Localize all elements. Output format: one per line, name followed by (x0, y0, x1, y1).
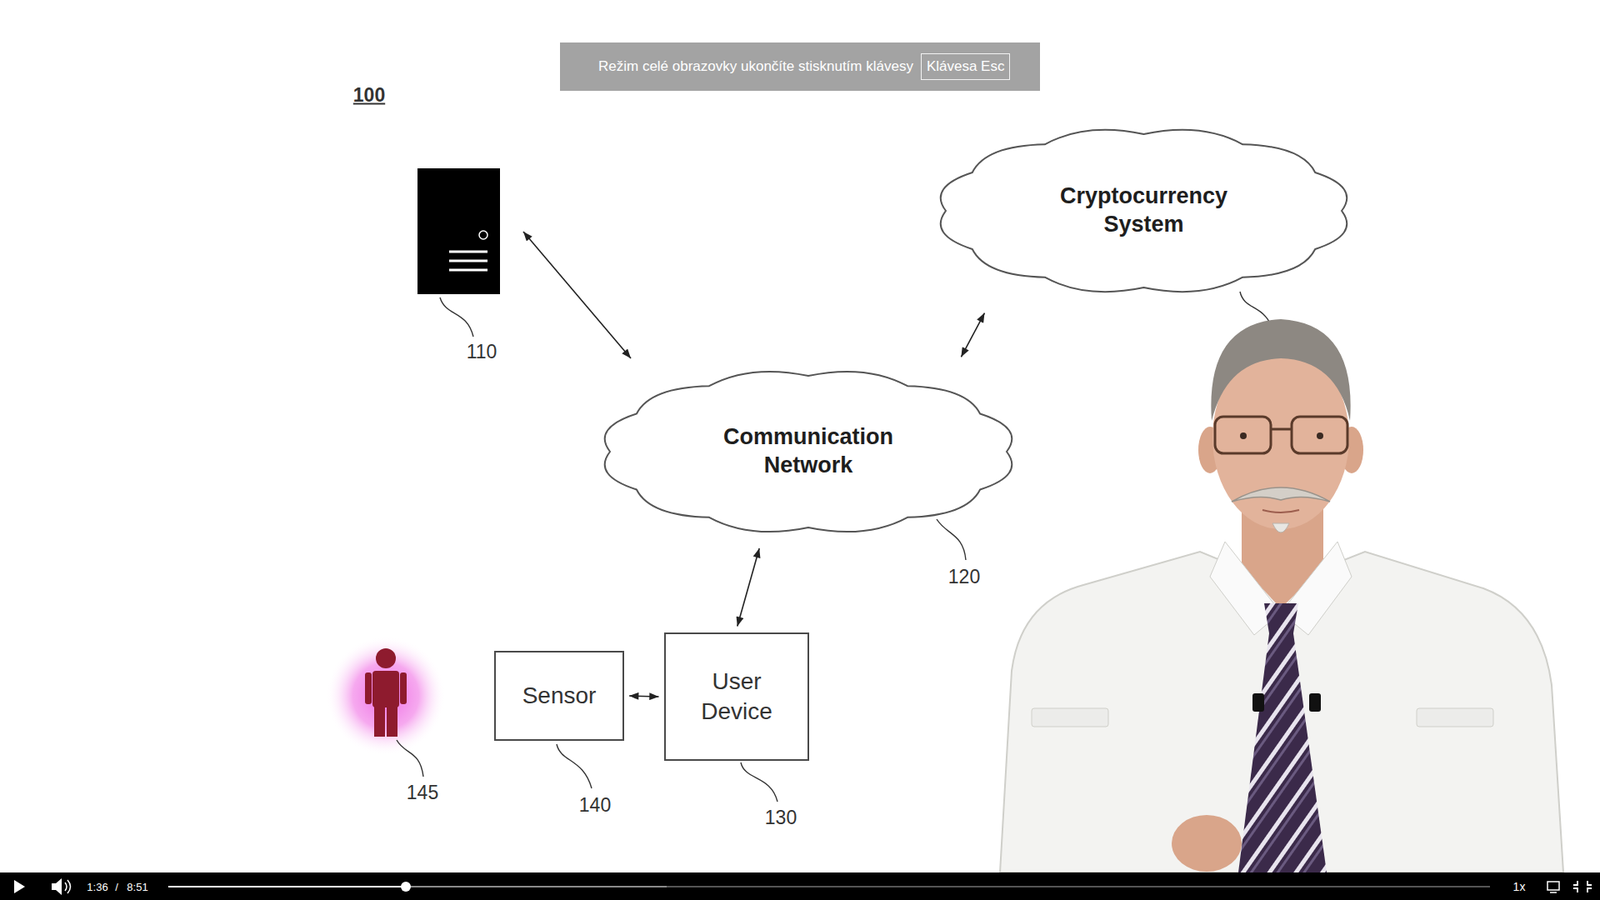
player-controls (0, 872, 1600, 900)
goatee (1272, 523, 1290, 533)
callout-number: 110 (466, 340, 498, 364)
glasses (1291, 416, 1348, 454)
connector-arrow (960, 313, 985, 358)
node-text: User Device (682, 666, 791, 728)
progress-track (168, 885, 1490, 888)
person-leg (386, 705, 398, 737)
node-text: Communication Network (708, 423, 909, 480)
play-icon (14, 880, 25, 894)
hand (1171, 815, 1242, 872)
playback-speed: 1x (1513, 880, 1526, 894)
process-box: User Device (664, 632, 810, 761)
person-arm (400, 672, 407, 705)
leader-line (936, 519, 966, 560)
server-slot (449, 269, 488, 272)
eye (1240, 432, 1247, 440)
node-text: Sensor (522, 680, 597, 711)
server-led (479, 230, 488, 240)
screen-icon (1547, 881, 1560, 890)
highlight-glow (325, 635, 446, 756)
cloud-node: Communication Network (600, 367, 1017, 536)
current-time: 1:36 (86, 880, 108, 894)
person-head (375, 648, 396, 669)
cloud-outline (600, 367, 1017, 536)
node-text: Klávesa Esc (926, 58, 1005, 75)
fullscreen-notice: Režim celé obrazovky ukončíte stisknutím… (560, 42, 1040, 91)
progress-played (168, 885, 406, 888)
connector-arrow (737, 548, 760, 626)
person-torso (372, 670, 400, 708)
cloud-node: Cryptocurrency System (935, 125, 1352, 296)
leader-line (396, 740, 424, 777)
exit-fullscreen-icon (1573, 880, 1592, 893)
cloud-outline (935, 125, 1352, 296)
eye (1316, 432, 1324, 440)
server-slot (449, 250, 488, 254)
person-leg (374, 705, 385, 737)
hair (1210, 319, 1350, 421)
figure-number: 100 (353, 84, 385, 107)
tie-knot (1264, 603, 1299, 634)
callout-number: 130 (765, 806, 797, 830)
key-button: Klávesa Esc (920, 53, 1011, 80)
connector-arrow (629, 695, 659, 697)
node-text: Režim celé obrazovky ukončíte stisknutím… (598, 58, 914, 75)
glasses-bridge (1270, 428, 1292, 431)
presenter-figure (1000, 319, 1564, 873)
leader-line (556, 744, 592, 789)
screen-icon (1550, 891, 1557, 894)
progress-buffered (168, 885, 667, 888)
process-box: Sensor (494, 650, 625, 741)
person-icon (365, 648, 407, 737)
microphone (1252, 693, 1265, 712)
time-separator: / (115, 880, 119, 894)
microphone (1309, 693, 1321, 712)
mouth (1262, 510, 1300, 513)
callout-number: 120 (948, 565, 980, 589)
leader-line (740, 762, 778, 802)
server-body (417, 168, 500, 295)
glasses (1215, 416, 1271, 454)
volume-icon (51, 878, 62, 895)
leader-line (440, 297, 474, 337)
callout-number: 140 (579, 794, 611, 817)
control-bar (0, 872, 1600, 900)
progress-knob (400, 881, 411, 892)
callout-number: 145 (406, 781, 439, 805)
duration: 8:51 (126, 880, 148, 894)
tie (1238, 633, 1327, 873)
server-slot (449, 260, 488, 263)
volume-waves (65, 880, 71, 894)
shirt-pocket (1031, 708, 1109, 727)
person-arm (365, 672, 372, 705)
node-text: Cryptocurrency System (1044, 182, 1245, 240)
shirt-pocket (1416, 708, 1494, 727)
cloud-outline (605, 371, 1013, 532)
server-icon (417, 168, 500, 295)
server-arrow (523, 231, 631, 359)
cloud-outline (940, 130, 1348, 292)
mustache (1231, 487, 1330, 502)
